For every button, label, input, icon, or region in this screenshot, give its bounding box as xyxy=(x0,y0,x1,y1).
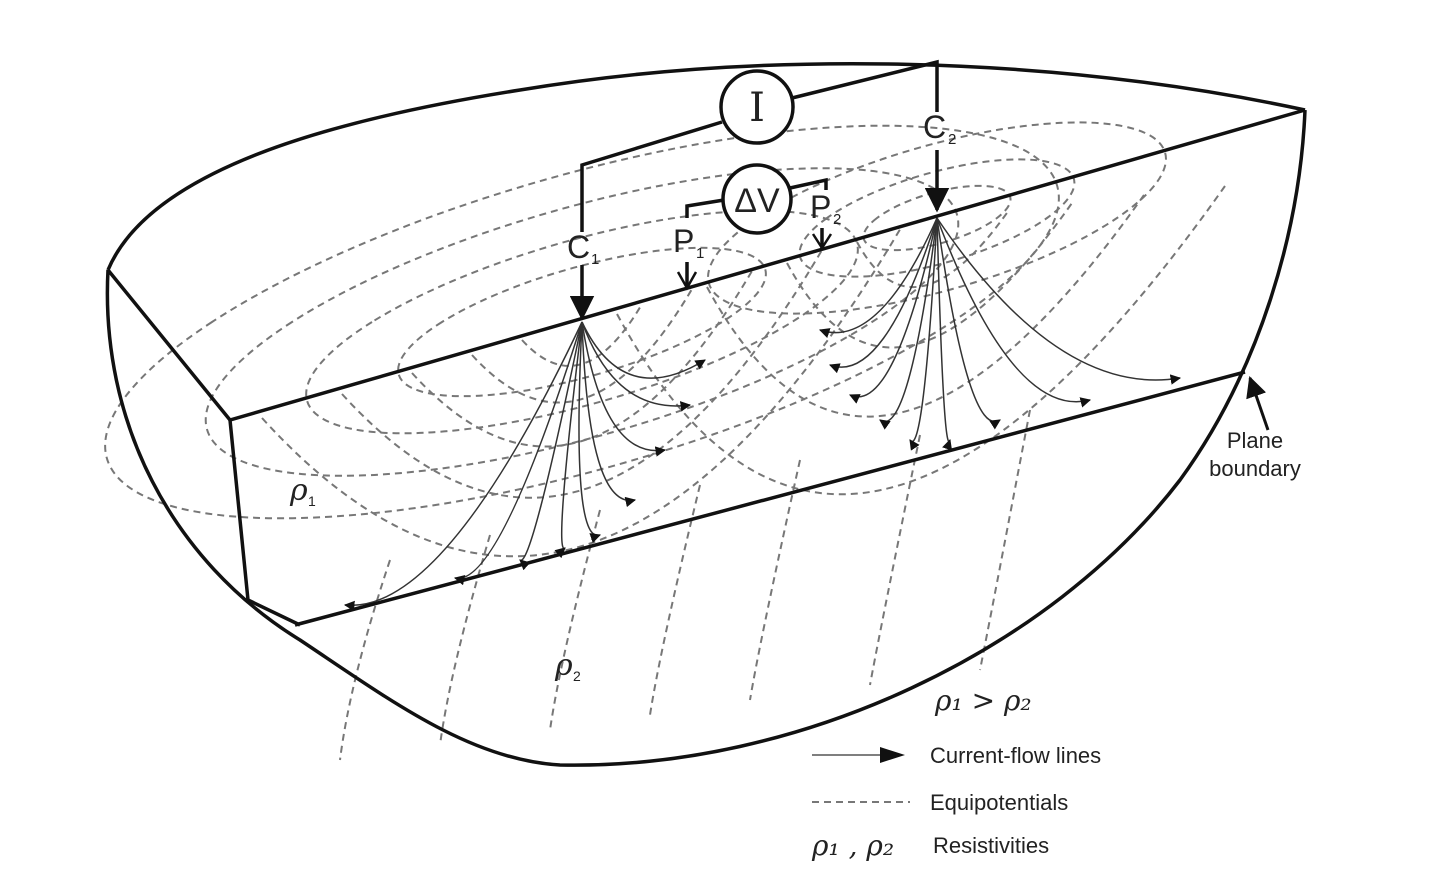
current-flow-line-c2 xyxy=(829,217,938,374)
equipotential-lower-layer xyxy=(649,484,701,716)
legend-current-flow-label: Current-flow lines xyxy=(930,743,1101,768)
current-flow-line-c1 xyxy=(581,321,637,508)
equipotential-lower-layer xyxy=(749,459,801,701)
layer1-resistivity-label: ρ xyxy=(289,473,308,508)
current-flow-line-c1 xyxy=(554,321,583,559)
current-source-symbol xyxy=(719,69,795,145)
equipotential-surface-c1 xyxy=(397,246,767,398)
legend-resistivity-symbols: ρ₁ , ρ₂ xyxy=(811,829,894,862)
equipotential-surface-c1 xyxy=(104,124,1060,520)
earth-block-outline xyxy=(105,62,1307,767)
equipotential-subsurface xyxy=(471,288,693,404)
legend-equipotentials-label: Equipotentials xyxy=(930,790,1068,815)
plane-boundary-label-line1: Plane xyxy=(1227,428,1283,453)
electrode-p1-label: P xyxy=(673,223,694,259)
top-surface-back-edge xyxy=(106,62,1306,271)
layer2-resistivity-label: ρ xyxy=(554,648,573,683)
current-flow-line-c2 xyxy=(936,217,1001,430)
equipotential-lower-layer xyxy=(439,534,491,746)
current-flow-line-c1 xyxy=(453,321,583,586)
equipotential-surface-c1 xyxy=(204,167,960,477)
layer1-subscript: 1 xyxy=(308,493,316,509)
equipotential-subsurface xyxy=(616,185,1226,496)
electrode-c1-subscript: 1 xyxy=(591,251,599,268)
plane-boundary-label-line2: boundary xyxy=(1209,456,1301,481)
legend-resistivities-label: Resistivities xyxy=(933,833,1049,858)
equipotential-subsurface xyxy=(411,270,753,448)
equipotential-surface-c2 xyxy=(798,158,1076,278)
electrode-c2-subscript: 2 xyxy=(948,131,956,148)
current-flow-line-c2 xyxy=(909,217,938,451)
current-flow-line-c2 xyxy=(879,217,938,430)
electrode-p2-subscript: 2 xyxy=(833,211,841,228)
electrode-p1-subscript: 1 xyxy=(696,245,704,262)
electrode-p2-label: P xyxy=(810,189,831,225)
voltmeter-symbol xyxy=(721,163,793,235)
equipotential-surface-c2 xyxy=(707,121,1167,315)
current-flow-line-c1 xyxy=(581,321,692,412)
current-flow-line-c2 xyxy=(936,217,1092,408)
electrode-c1-label: C xyxy=(567,229,590,265)
equipotential-subsurface xyxy=(341,249,823,499)
plane-boundary-line xyxy=(294,370,1246,627)
current-source-label: I xyxy=(749,85,765,131)
equipotential-subsurface xyxy=(261,225,903,558)
current-flow-line-c2 xyxy=(819,217,938,339)
top-surface-front-edge xyxy=(106,108,1306,423)
electrode-c2-label: C xyxy=(923,109,946,145)
current-flow-lines xyxy=(343,217,1182,612)
legend-arrow-icon xyxy=(880,747,905,763)
plane-boundary-pointer-arrow xyxy=(1246,376,1270,431)
equipotential-lower-layer xyxy=(339,559,391,761)
equipotential-subsurface xyxy=(706,194,1145,418)
legend: Current-flow lines Equipotentials ρ₁ , ρ… xyxy=(811,743,1101,862)
current-flow-line-c1 xyxy=(519,321,583,571)
current-flow-line-c2 xyxy=(936,217,953,451)
current-flow-line-c1 xyxy=(578,321,601,544)
current-flow-line-c1 xyxy=(343,321,583,612)
equipotential-lower-layer xyxy=(979,409,1031,671)
equipotential-lower-layer xyxy=(869,434,921,686)
resistivity-relation: ρ₁ > ρ₂ xyxy=(934,684,1032,717)
circuit-wires xyxy=(569,59,950,321)
current-flow-line-c1 xyxy=(581,321,667,457)
layer2-subscript: 2 xyxy=(573,668,581,684)
equipotential-subsurface xyxy=(856,209,1010,289)
current-flow-line-c2 xyxy=(849,217,938,404)
bowl-outline xyxy=(105,109,1307,767)
equipotential-lines xyxy=(104,121,1226,761)
front-face-left-edge xyxy=(228,419,301,627)
voltmeter-label: ΔV xyxy=(734,182,780,220)
current-flow-line-c1 xyxy=(581,321,706,379)
current-flow-line-c2 xyxy=(936,217,1182,385)
equipotential-subsurface xyxy=(786,202,1073,349)
